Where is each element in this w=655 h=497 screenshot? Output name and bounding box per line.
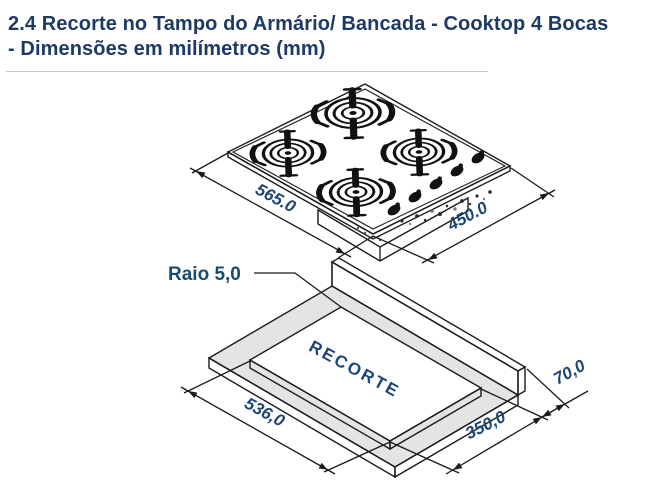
section-title-line2: - Dimensões em milímetros (mm) xyxy=(8,38,326,60)
section-title-line1: 2.4 Recorte no Tampo do Armário/ Bancada… xyxy=(8,13,609,35)
cutout-label: RECORTE xyxy=(306,337,403,402)
cooktop-rim xyxy=(231,88,507,230)
backsplash xyxy=(330,257,527,397)
radius-callout: Raio 5,0 xyxy=(168,264,342,308)
cooktop-drawing: 565.0 450.0 xyxy=(189,83,556,264)
burner-back xyxy=(313,88,393,139)
cooktop-body xyxy=(317,196,469,262)
edge-distance-label: 70,0 xyxy=(550,356,589,389)
title-divider xyxy=(6,71,488,72)
cutout-inner-wall-right xyxy=(389,386,482,451)
front-panel-detail xyxy=(356,190,492,242)
cooktop-width-label: 565.0 xyxy=(252,180,299,217)
countertop-drawing: RECORTE Raio 5,0 536,0 xyxy=(168,257,589,479)
cooktop-glass-top xyxy=(226,83,512,235)
burner-right xyxy=(383,129,456,176)
section-title: 2.4 Recorte no Tampo do Armário/ Bancada… xyxy=(8,12,648,62)
burner-left xyxy=(252,130,325,177)
radius-label: Raio 5,0 xyxy=(168,264,241,285)
countertop-front-right-face xyxy=(394,393,519,479)
dimension-edge-70: 70,0 xyxy=(526,356,589,418)
